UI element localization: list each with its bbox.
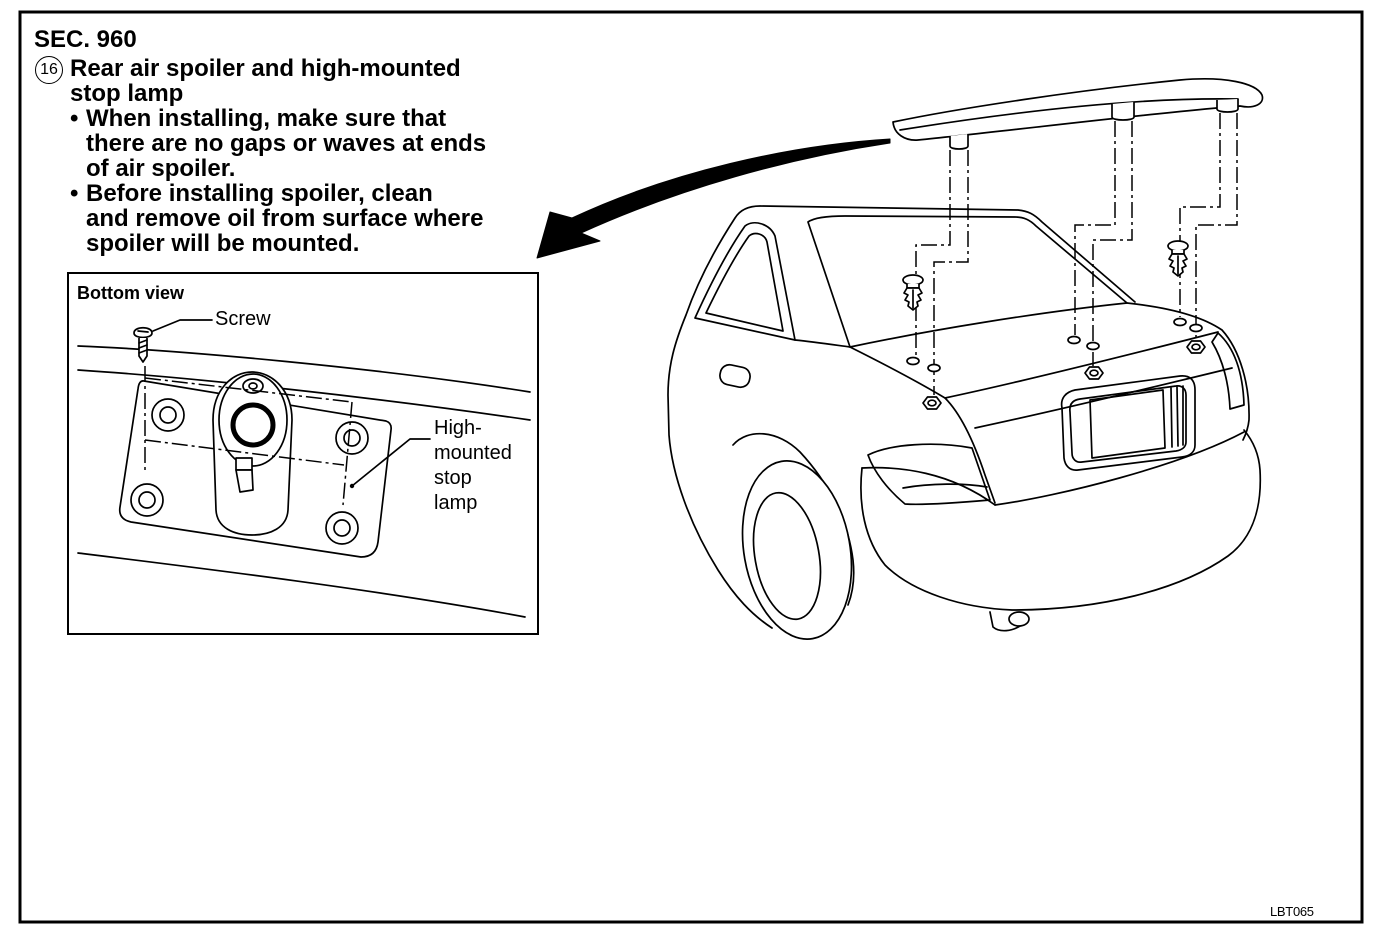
spoiler-leg-right xyxy=(1216,99,1239,113)
guide-line xyxy=(933,150,969,395)
section-number: SEC. 960 xyxy=(34,26,137,53)
item-number: 16 xyxy=(40,61,58,78)
mounting-hole xyxy=(1067,335,1081,345)
guide-line xyxy=(1179,113,1221,317)
wheel-rim xyxy=(752,491,822,621)
flange-hole xyxy=(151,398,185,432)
quarter-panel-lower xyxy=(861,466,996,506)
bullet-text-line: When installing, make sure that xyxy=(86,105,447,132)
mounting-nut xyxy=(922,396,942,410)
guide-lines xyxy=(915,113,1238,395)
bullet-text-line: there are no gaps or waves at ends xyxy=(86,130,487,157)
license-plate-recess xyxy=(1060,375,1196,471)
flange-hole xyxy=(325,511,359,545)
plate-recess-inner xyxy=(1069,385,1187,463)
bullet-text-line: Before installing spoiler, clean xyxy=(86,180,433,207)
bullet-symbol: • xyxy=(70,180,79,207)
bullet-text-line: of air spoiler. xyxy=(86,155,236,182)
inset-guide-line xyxy=(342,401,353,506)
exhaust-pipe xyxy=(989,611,1030,632)
page-frame xyxy=(18,10,1364,924)
guide-line xyxy=(1092,121,1133,366)
plate-recess-outer xyxy=(1060,375,1196,471)
push-clip xyxy=(902,274,924,311)
item-title-line: stop lamp xyxy=(70,80,184,107)
inset-guide-line xyxy=(144,377,353,403)
mounting-holes xyxy=(906,317,1203,373)
tail-light-right xyxy=(1211,332,1245,410)
beltline xyxy=(794,339,851,348)
stop-lamp-leader-line xyxy=(351,438,431,487)
mounting-nut xyxy=(1084,366,1104,380)
rear-door-window xyxy=(694,222,796,341)
rear-wheel xyxy=(741,460,853,640)
rear-bumper xyxy=(860,429,1262,611)
guide-line xyxy=(915,150,951,356)
stop-lamp-label-line: stop xyxy=(434,467,472,489)
trunk-crease-upper xyxy=(944,331,1219,399)
fuel-door xyxy=(719,363,751,389)
spoiler-edge-lower xyxy=(77,552,526,618)
exhaust-pipe-body xyxy=(989,611,1021,632)
mounting-hole xyxy=(1173,317,1187,327)
push-clip xyxy=(1167,240,1189,277)
stop-lamp-boss-hole xyxy=(248,382,258,390)
mounting-hole xyxy=(1086,341,1100,351)
bullet-text-line: spoiler will be mounted. xyxy=(86,230,360,257)
tail-light-left xyxy=(867,443,991,506)
inset-title: Bottom view xyxy=(77,283,185,303)
mounting-hole xyxy=(906,356,920,366)
direction-arrow xyxy=(536,138,891,259)
spoiler-bevel xyxy=(899,97,1239,131)
flange-hole xyxy=(335,421,369,455)
bullet-text-line: and remove oil from surface where xyxy=(86,205,484,232)
trunk-lid-right-edge xyxy=(1126,302,1250,441)
exhaust-pipe-tip xyxy=(1008,611,1030,627)
tail-light-left-lens xyxy=(902,483,988,489)
screw-leader-line xyxy=(152,319,213,332)
plate-lamp xyxy=(1170,385,1184,448)
mounting-nut xyxy=(1186,340,1206,354)
inset-drawing xyxy=(77,319,531,618)
car-body xyxy=(667,205,1262,640)
screw xyxy=(133,326,153,363)
screw-label: Screw xyxy=(215,308,271,330)
rear-door-window-inner xyxy=(705,232,784,332)
trunk-lid-left-edge xyxy=(849,346,996,504)
stop-lamp-label-line: lamp xyxy=(434,492,478,514)
rear-air-spoiler xyxy=(892,78,1264,150)
stop-lamp-label-line: High- xyxy=(434,417,482,439)
screw-thread xyxy=(138,339,148,354)
stop-lamp-connector xyxy=(235,469,254,493)
stop-lamp-lens xyxy=(230,402,276,448)
mounting-hole xyxy=(927,363,941,373)
spoiler-leg-middle xyxy=(1111,102,1135,121)
item-number-circle: 16 xyxy=(35,56,63,84)
stop-lamp-label-line: mounted xyxy=(434,442,512,464)
mounting-hole xyxy=(1189,323,1203,333)
spoiler-edge-inner xyxy=(77,369,531,421)
inset-guide-line xyxy=(144,439,345,466)
license-plate xyxy=(1089,389,1166,459)
spoiler-edge-upper xyxy=(77,345,531,393)
stop-lamp-leader-dot xyxy=(349,483,355,489)
trunk-crease-lower xyxy=(974,367,1233,429)
screw-slot xyxy=(137,330,149,333)
flange-hole xyxy=(130,483,164,517)
figure-code: LBT065 xyxy=(1270,904,1314,919)
spoiler-leg-left xyxy=(949,134,969,150)
stop-lamp-tab xyxy=(235,457,253,471)
rear-window xyxy=(807,215,1128,348)
body-outline-left xyxy=(667,205,1136,629)
bullet-symbol: • xyxy=(70,105,79,132)
rear-tire xyxy=(741,460,853,640)
guide-line xyxy=(1195,113,1238,340)
item-title-line: Rear air spoiler and high-mounted xyxy=(70,55,461,82)
spoiler-body xyxy=(892,78,1264,141)
stop-lamp-bezel xyxy=(218,373,288,467)
bumper-top-edge xyxy=(994,431,1245,506)
guide-line xyxy=(1074,121,1116,335)
screw-head xyxy=(133,326,153,339)
